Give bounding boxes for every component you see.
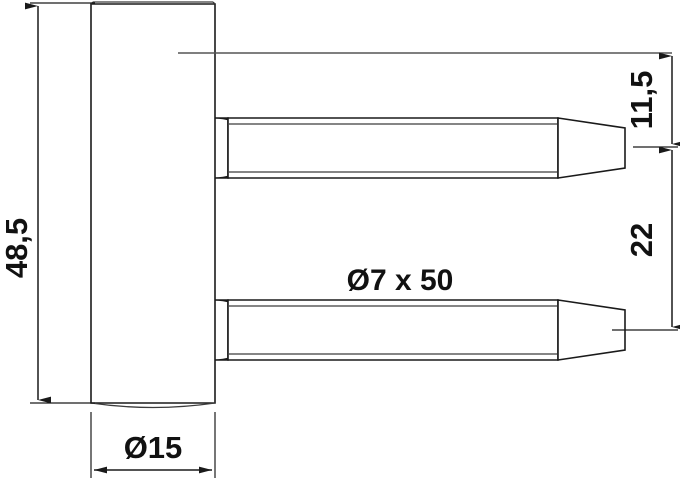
lower-pin	[214, 299, 626, 361]
dimension-overall-height: 48,5	[0, 2, 95, 404]
lower-pin-shank-inner-lines	[229, 305, 557, 355]
plate-body	[90, 3, 216, 404]
mounting-plate	[90, 1, 216, 409]
upper-pin-shank-inner-lines	[229, 123, 557, 173]
pin-spacing-label: 22	[624, 223, 659, 257]
dimension-plate-width: Ø15	[90, 412, 216, 478]
upper-pin	[214, 117, 626, 179]
lower-pin-tip	[557, 299, 626, 361]
pin-spec-label: Ø7 x 50	[347, 264, 454, 297]
upper-pin-tip	[557, 117, 626, 179]
top-offset-label: 11,5	[624, 71, 659, 130]
dimension-pin-spacing: 22	[624, 146, 680, 331]
upper-pin-shank	[227, 117, 559, 179]
dimension-top-offset: 11,5	[624, 52, 680, 148]
plate-width-label: Ø15	[124, 430, 183, 465]
overall-height-label: 48,5	[0, 218, 34, 278]
lower-pin-shank	[227, 299, 559, 361]
plate-bottom-bevel	[90, 402, 216, 409]
